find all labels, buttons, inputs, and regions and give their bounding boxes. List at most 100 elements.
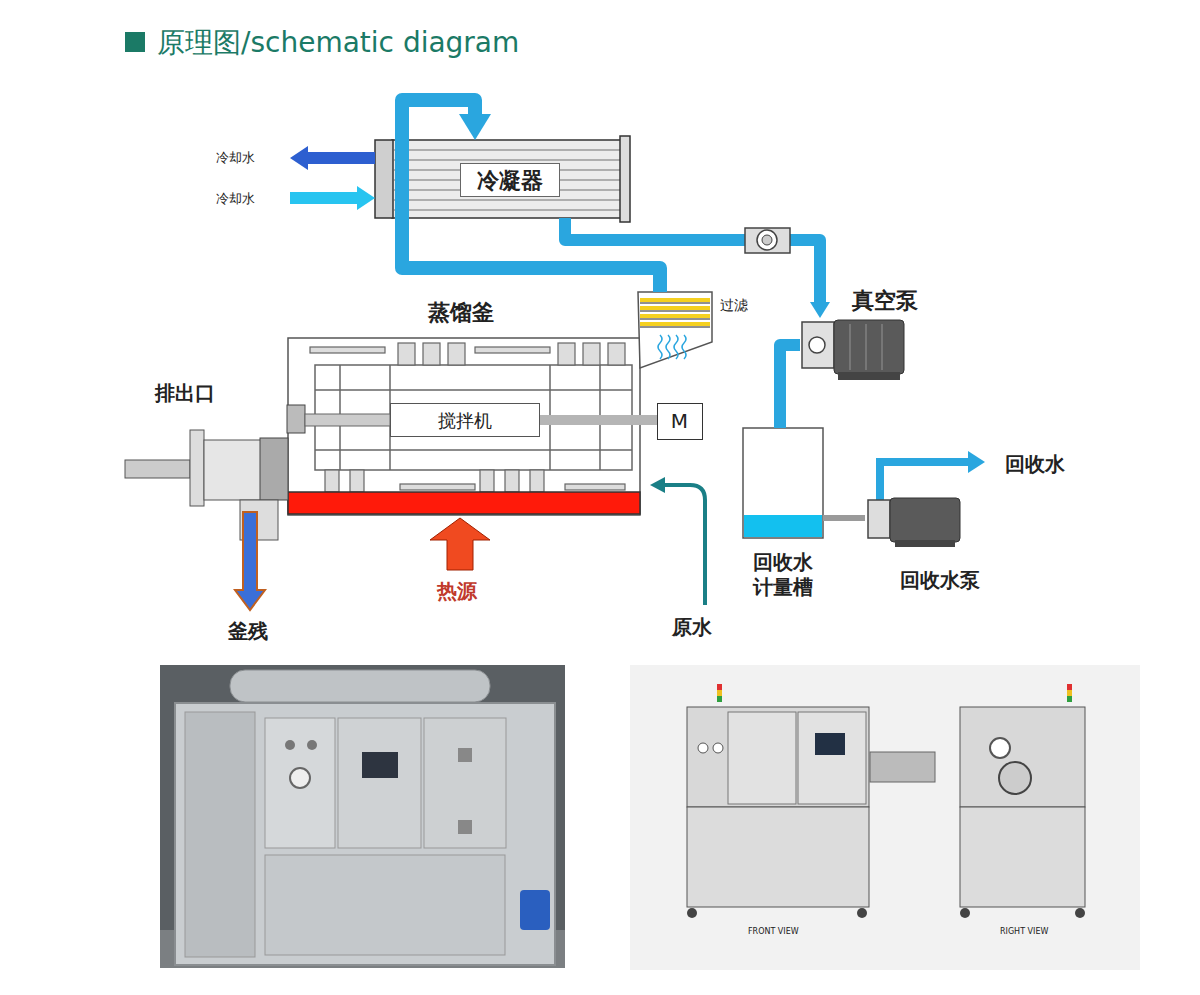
tube-line xyxy=(394,209,620,211)
condenser-tubes xyxy=(394,150,620,210)
scraper-block xyxy=(583,343,600,365)
cooling-water-in-arrow xyxy=(290,186,375,210)
node-label: 真空泵 xyxy=(840,286,930,316)
filter-line xyxy=(640,311,710,312)
pump-port xyxy=(809,337,825,353)
node-label: 搅拌机 xyxy=(391,409,539,433)
motor-fins xyxy=(850,324,882,370)
valve-core xyxy=(762,235,772,245)
metering-tank: 回收水 计量槽 xyxy=(743,428,823,538)
photo-lower-panel xyxy=(265,855,505,955)
tank-water xyxy=(744,515,822,537)
flow-label: 釜残 xyxy=(228,618,268,645)
filter-layer xyxy=(640,298,710,302)
signal-light xyxy=(717,690,722,696)
wheel xyxy=(960,908,970,918)
pump-head xyxy=(802,322,834,368)
title-square xyxy=(125,32,145,52)
tank-body xyxy=(743,428,823,538)
front-outlet xyxy=(870,752,935,782)
vapor-wave xyxy=(666,335,670,359)
filter: 过滤 xyxy=(638,292,712,368)
wheel xyxy=(687,908,697,918)
recovery-pump: 回收水泵 xyxy=(865,495,962,545)
motor-fin xyxy=(865,324,867,370)
recovery-outlet-pipe xyxy=(880,462,970,500)
outlet-rod xyxy=(125,460,190,478)
photo-panel xyxy=(424,718,506,848)
scraper-block xyxy=(350,470,364,492)
signal-light xyxy=(1067,690,1072,696)
front-upper xyxy=(687,707,869,807)
front-panel xyxy=(728,712,796,804)
filter-funnel xyxy=(638,292,712,368)
front-lower xyxy=(687,807,869,907)
scraper-block xyxy=(423,343,440,365)
photo-cabinet xyxy=(175,703,555,965)
tube-line xyxy=(394,199,620,201)
agitator-shaft xyxy=(305,414,390,426)
front-panel xyxy=(798,712,866,804)
front-screen xyxy=(815,733,845,755)
mixer: 搅拌机 xyxy=(390,403,540,437)
filter-layer xyxy=(640,314,710,318)
flow-label: 回收水 xyxy=(1005,451,1065,478)
outlet-body xyxy=(204,440,262,500)
pump-head xyxy=(868,500,890,538)
heat-arrow xyxy=(430,518,490,570)
condenser-cap xyxy=(620,136,630,222)
condenser-flange xyxy=(375,140,393,218)
outlet-flange xyxy=(260,438,288,500)
signal-light xyxy=(717,684,722,690)
filter-line xyxy=(640,303,710,304)
photo-panel xyxy=(338,718,421,848)
outlet-flange xyxy=(190,430,204,506)
valve-body xyxy=(745,228,790,253)
scraper-block xyxy=(480,470,494,492)
photo-background xyxy=(160,665,565,968)
node-label: 回收水泵 xyxy=(885,567,995,594)
still-body xyxy=(288,338,640,515)
filter-lines xyxy=(640,303,710,327)
scraper-block xyxy=(398,343,415,365)
raw-water-line xyxy=(662,485,705,605)
front-gauge xyxy=(698,743,708,753)
vapor-wave xyxy=(674,335,678,359)
flow-label: 原水 xyxy=(672,614,712,641)
filter-layer xyxy=(640,322,710,326)
scraper-block xyxy=(530,470,544,492)
filter-line xyxy=(640,327,710,328)
frame-bar xyxy=(315,389,632,391)
node-label: M xyxy=(658,409,701,433)
front-gauge xyxy=(713,743,723,753)
scraper-block xyxy=(505,470,519,492)
signal-light xyxy=(717,696,722,702)
pump-motor xyxy=(834,320,904,374)
cooling-water-out-arrow xyxy=(290,146,375,170)
frame-bar xyxy=(315,449,632,451)
raw-water-arrowhead xyxy=(650,477,665,493)
photo-vent xyxy=(458,820,472,834)
condensate-pipe xyxy=(565,218,820,302)
flow-label: 冷却水 xyxy=(216,149,255,167)
side-lower xyxy=(960,807,1085,907)
photo-tank xyxy=(230,670,490,702)
motor-fin xyxy=(849,324,851,370)
condenser: 冷凝器 xyxy=(375,140,630,218)
signal-light xyxy=(1067,696,1072,702)
scraper-plate xyxy=(565,484,625,490)
filter-layer xyxy=(640,306,710,310)
photo-panel xyxy=(265,718,335,848)
render-background xyxy=(630,665,1140,970)
tank-pipe xyxy=(823,515,865,521)
still-pot: 蒸馏釜搅拌机 xyxy=(288,338,640,515)
motor-shaft xyxy=(540,415,657,425)
recovery-outlet-arrowhead xyxy=(968,451,985,473)
vapor-waves xyxy=(658,335,686,359)
pump-base xyxy=(838,372,900,380)
motor-fin xyxy=(881,324,883,370)
scraper-plate xyxy=(475,347,550,353)
